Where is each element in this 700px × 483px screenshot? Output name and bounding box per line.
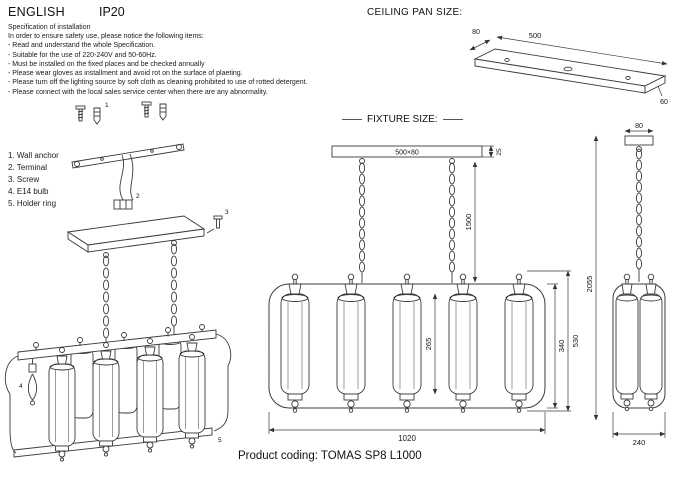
pan-body (473, 48, 667, 94)
language-label: ENGLISH (8, 5, 65, 19)
pan-dimension-lines (469, 35, 668, 97)
spec-line: - Please turn off the lighting source by… (8, 79, 308, 87)
dim-total-height: 2055 (585, 276, 594, 293)
part-item: 5. Holder ring (8, 199, 57, 208)
part-callouts: 1 2 3 4 5 (19, 102, 229, 444)
canopy-side (624, 135, 654, 152)
pan-dimension-labels: 500 80 60 (472, 29, 668, 106)
callout-holder-ring: 5 (218, 437, 222, 444)
spec-line: - Must be installed on the fixed places … (8, 60, 205, 68)
part-item: 4. E14 bulb (8, 187, 49, 196)
dim-shade-height: 265 (424, 338, 433, 351)
dim-side-canopy-width: 80 (635, 123, 643, 130)
rule-line (442, 119, 463, 120)
chain-side (635, 148, 643, 282)
ceiling-pan-drawing: 500 80 60 (469, 29, 668, 106)
spec-title: Specification of installation (8, 24, 91, 31)
front-dimension-lines (268, 145, 571, 434)
dim-canopy-height: 25 (496, 148, 503, 156)
mounting-bracket (71, 143, 185, 169)
fixture-front-drawing: 500×80 25 1500 265 340 530 1020 (268, 145, 580, 443)
installation-diagram: 1 2 3 4 5 (4, 101, 232, 462)
dim-fixture-width: 1020 (398, 434, 416, 443)
spec-line: - Read and understand the whole Specific… (8, 42, 156, 50)
front-dimension-labels: 500×80 25 1500 265 340 530 1020 (395, 148, 580, 443)
rail-finials (33, 324, 205, 351)
dim-chain-length: 1500 (464, 214, 473, 231)
part-item: 2. Terminal (8, 163, 47, 172)
ip-rating-label: IP20 (99, 5, 125, 19)
fixture-size-title-row: FIXTURE SIZE: (342, 114, 463, 125)
wires-and-terminal (113, 153, 134, 210)
dim-side-width: 240 (633, 438, 646, 447)
glass-shades-side (615, 273, 663, 412)
ceiling-pan-size-title: CEILING PAN SIZE: (367, 7, 463, 18)
product-coding: Product coding: TOMAS SP8 L1000 (238, 450, 422, 462)
callout-terminal: 2 (136, 193, 140, 200)
canopy-bar (331, 145, 483, 164)
dim-pan-height: 60 (660, 99, 668, 106)
side-dimension-lines (593, 128, 666, 438)
fixture-size-title: FIXTURE SIZE: (367, 114, 438, 125)
screws-and-anchors (75, 101, 167, 125)
dim-canopy-size: 500×80 (395, 150, 419, 157)
spec-intro: In order to ensure safety use, please no… (8, 33, 204, 41)
fixture-frame-side (612, 283, 666, 409)
specification-block: Specification of installation In order t… (8, 23, 358, 97)
dim-pan-length: 500 (529, 31, 542, 40)
rule-line (342, 119, 362, 120)
e14-bulb (27, 359, 38, 406)
callout-wall-anchor: 1 (105, 102, 109, 109)
spec-line: - Please wear gloves as installment and … (8, 70, 243, 78)
dim-frame-height: 340 (557, 340, 566, 353)
side-dimension-labels: 80 2055 240 (585, 123, 645, 447)
canopy-exploded (66, 215, 223, 258)
fixture-side-drawing: 80 2055 240 (585, 123, 666, 447)
spec-line: - Suitable for the use of 220-240V and 5… (8, 51, 157, 59)
chains-front (358, 162, 456, 283)
fixture-perspective (4, 324, 232, 462)
callout-e14-bulb: 4 (19, 383, 23, 390)
dim-fixture-height: 530 (571, 335, 580, 348)
part-item: 1. Wall anchor (8, 151, 59, 160)
glass-shades-front (280, 273, 534, 413)
parts-list: 1. Wall anchor 2. Terminal 3. Screw 4. E… (8, 150, 59, 210)
part-item: 3. Screw (8, 175, 40, 184)
dim-pan-width: 80 (472, 29, 480, 36)
spec-line: - Please connect with the local sales se… (8, 88, 268, 96)
callout-screw: 3 (225, 209, 229, 216)
